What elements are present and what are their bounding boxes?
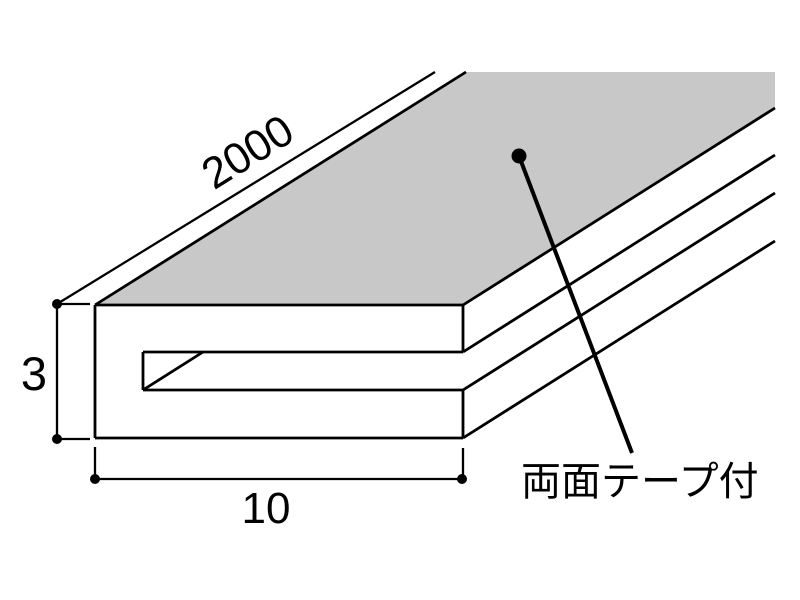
tape-annotation: 両面テープ付 — [511, 148, 759, 504]
top-face-left-edge — [94, 70, 467, 307]
annotation-leader-line — [517, 155, 634, 454]
slot-top-length-edge — [462, 153, 776, 354]
width-dimension-dot-left — [90, 474, 100, 484]
dimension-width: 10 — [90, 447, 467, 533]
width-dimension-label: 10 — [242, 484, 291, 533]
slot-bottom-length-edge — [462, 191, 776, 392]
top-near-length-edge — [462, 106, 776, 307]
profile-outline — [93, 70, 776, 440]
tape-surface — [95, 72, 775, 305]
slot-inner-depth-edge — [142, 350, 204, 392]
annotation-label: 両面テープ付 — [521, 460, 759, 504]
bottom-length-edge — [462, 239, 776, 440]
width-dimension-dot-right — [457, 474, 467, 484]
length-dimension-line — [56, 71, 436, 305]
height-dimension-label: 3 — [21, 347, 47, 400]
height-dimension-dot-bottom — [52, 434, 62, 444]
